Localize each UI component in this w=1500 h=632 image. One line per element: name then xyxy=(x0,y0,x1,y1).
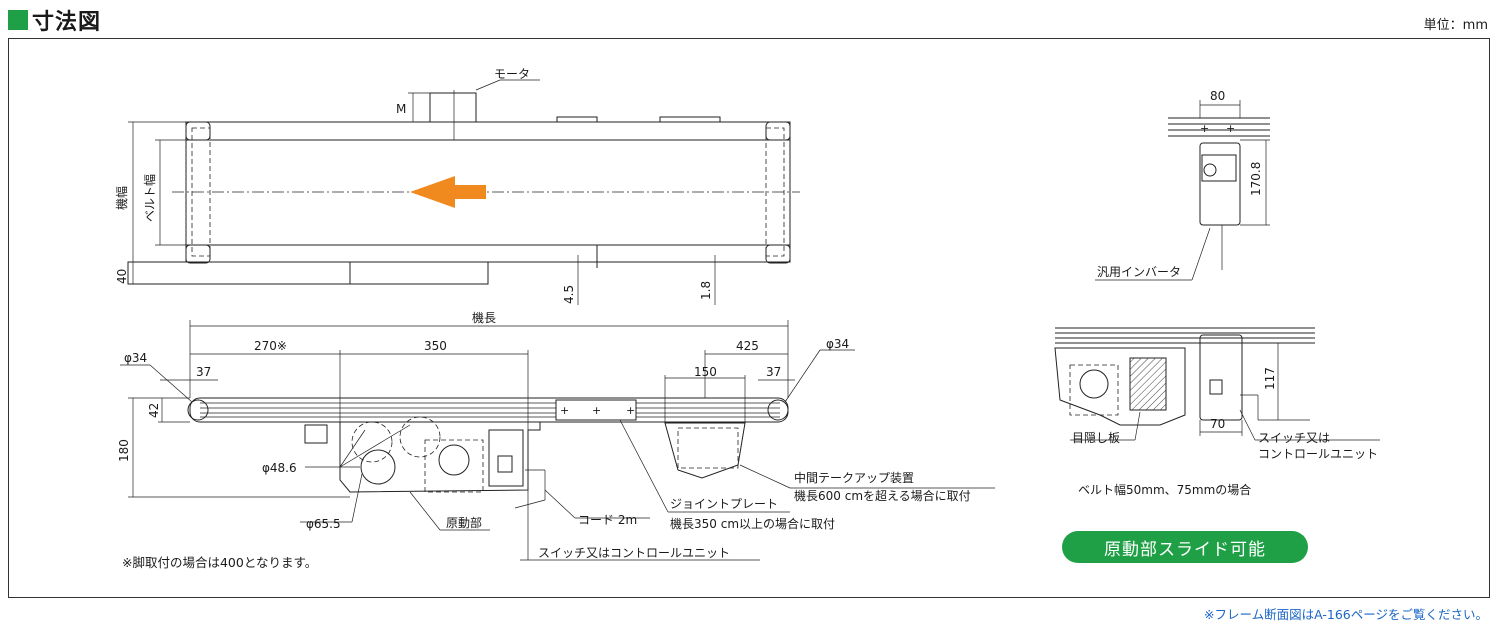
machine-width-label: 機幅 xyxy=(114,186,129,210)
takeup-note: 機長600 cmを超える場合に取付 xyxy=(794,488,971,503)
joint-plate-label: ジョイントプレート xyxy=(670,497,778,511)
unit-label: 単位：mm xyxy=(1423,18,1488,33)
dim-42-label: 42 xyxy=(147,403,161,418)
dim-40-label: 40 xyxy=(115,269,129,284)
top-view xyxy=(127,79,800,305)
blind-plate-label: 目隠し板 xyxy=(1072,431,1120,445)
joint-plate-note: 機長350 cm以上の場合に取付 xyxy=(670,516,835,531)
belt-width-label: ベルト幅 xyxy=(142,174,157,222)
svg-text:+: + xyxy=(592,404,601,417)
dim-117-label: 117 xyxy=(1263,367,1277,390)
green-square-icon xyxy=(8,10,28,30)
cord-label: コード 2m xyxy=(578,513,637,527)
dim-1-8-label: 1.8 xyxy=(699,281,713,300)
header: 寸法図 xyxy=(8,6,102,35)
dim-80-label: 80 xyxy=(1210,89,1225,103)
inverter-label: 汎用インバータ xyxy=(1097,265,1181,279)
dim-37-right-label: 37 xyxy=(766,365,781,379)
dim-4-5-label: 4.5 xyxy=(562,285,576,304)
takeup-label: 中間テークアップ装置 xyxy=(794,470,914,485)
phi34-left-label: φ34 xyxy=(124,351,147,365)
phi65-5-label: φ65.5 xyxy=(306,517,341,531)
svg-text:+: + xyxy=(1226,122,1235,135)
switch-unit-label-1: スイッチ又は xyxy=(1258,431,1330,445)
dim-350-label: 350 xyxy=(424,339,447,353)
dim-180-label: 180 xyxy=(117,439,131,462)
footer-note: ※フレーム断面図はA-166ページをご覧ください。 xyxy=(1204,607,1488,622)
small-belt-view xyxy=(1054,327,1380,441)
phi34-right-label: φ34 xyxy=(826,337,849,351)
leg-note: ※脚取付の場合は400となります。 xyxy=(122,555,318,570)
belt-width-case-label: ベルト幅50mm、75mmの場合 xyxy=(1078,482,1251,497)
drive-unit-label: 原動部 xyxy=(446,515,482,530)
m-dim-label: M xyxy=(396,102,406,116)
side-view: + + + xyxy=(120,320,995,561)
dim-70-label: 70 xyxy=(1210,417,1225,431)
dim-170-8-label: 170.8 xyxy=(1249,162,1263,196)
switch-controller-label: スイッチ又はコントロールユニット xyxy=(538,546,730,560)
dim-37-left-label: 37 xyxy=(196,365,211,379)
page-title: 寸法図 xyxy=(32,10,102,35)
phi48-6-label: φ48.6 xyxy=(262,461,297,475)
dim-270-label: 270※ xyxy=(254,339,287,353)
inverter-view: ++ xyxy=(1095,100,1270,281)
dim-150-label: 150 xyxy=(694,365,717,379)
drawing-frame xyxy=(8,38,1490,598)
svg-text:+: + xyxy=(1200,122,1209,135)
drive-slide-badge: 原動部スライド可能 xyxy=(1062,531,1308,563)
switch-unit-label-2: コントロールユニット xyxy=(1258,447,1378,461)
svg-text:+: + xyxy=(560,404,569,417)
machine-length-label: 機長 xyxy=(472,310,496,325)
motor-label: モータ xyxy=(494,67,530,81)
svg-text:+: + xyxy=(626,404,635,417)
dim-425-label: 425 xyxy=(736,339,759,353)
conveyor-direction-arrow-icon xyxy=(410,176,486,208)
